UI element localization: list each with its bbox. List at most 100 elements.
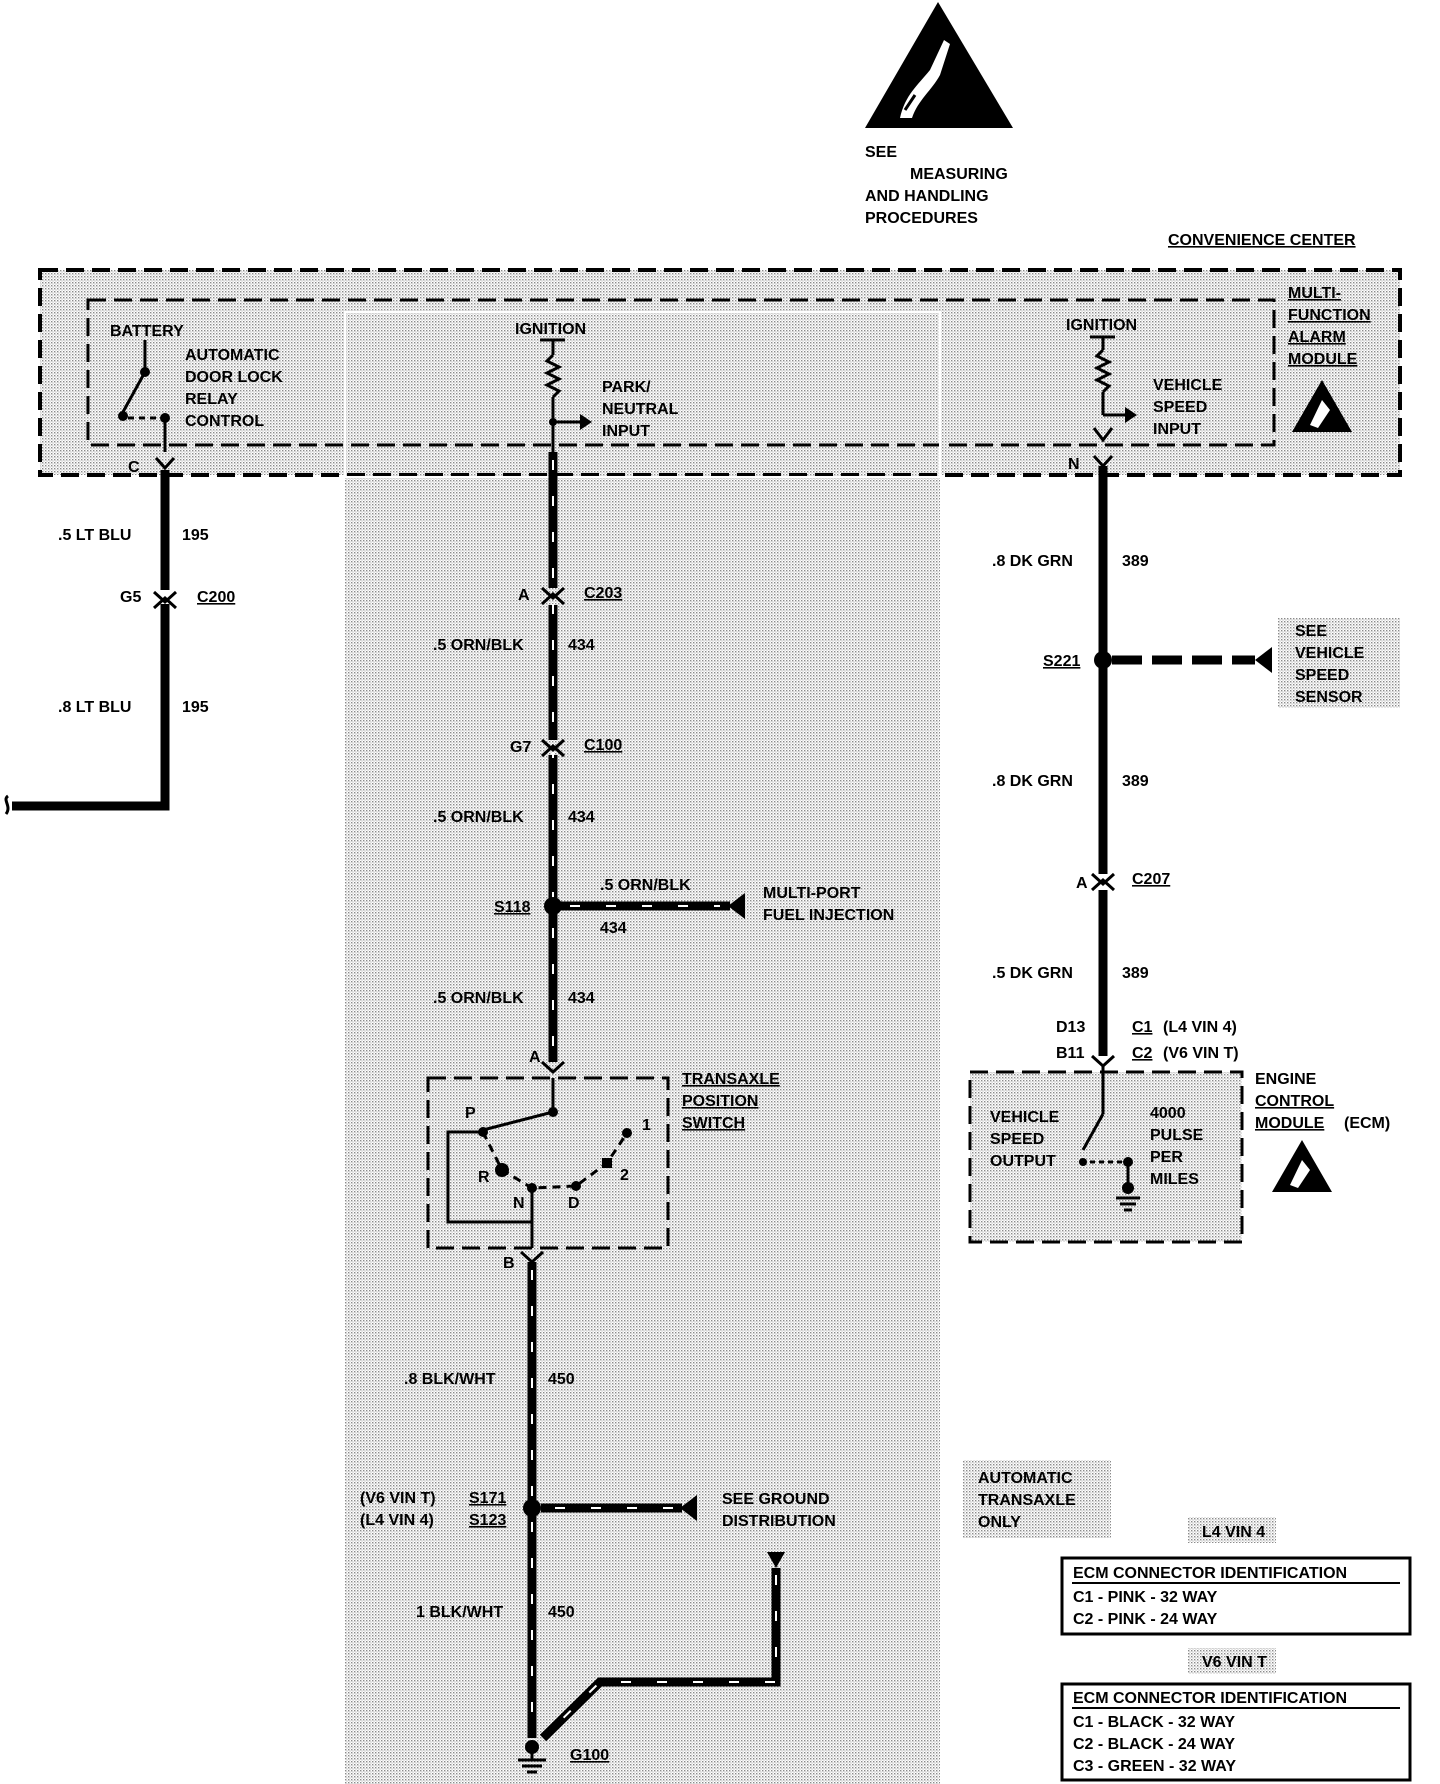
- pulse-line3: PER: [1150, 1149, 1183, 1166]
- pulse-line4: MILES: [1150, 1171, 1199, 1188]
- park-neutral-resistor: [540, 338, 592, 452]
- connector-c-icon: [154, 456, 176, 471]
- splice-s171-label: S171: [469, 1490, 506, 1507]
- splice-s171-dot: [523, 1499, 541, 1517]
- pin-b11: B11: [1056, 1045, 1085, 1062]
- esd-notice-line4: PROCEDURES: [865, 210, 978, 227]
- wire-dkgrn-3: .5 DK GRN: [992, 965, 1073, 982]
- connector-c203-icon: [540, 586, 566, 606]
- esd-warning-icon: [865, 2, 1013, 128]
- ignition-section-outline: [344, 311, 941, 478]
- table-l4-title: ECM CONNECTOR IDENTIFICATION: [1073, 1565, 1347, 1582]
- ground-dist-arrow-icon: [680, 1495, 697, 1521]
- esd-mfam-icon: [1292, 380, 1352, 432]
- tps-label-line1: TRANSAXLE: [682, 1071, 780, 1088]
- vso-line1: VEHICLE: [990, 1109, 1060, 1126]
- wire-lt-blu-2-num: 195: [182, 699, 209, 716]
- v6-heading-shading: [1188, 1648, 1276, 1674]
- wire-break-icon: [4, 794, 10, 815]
- see-vss-line3: SPEED: [1295, 667, 1349, 684]
- connector-c2-label: C2: [1132, 1045, 1153, 1062]
- ecm-box: [968, 1070, 1244, 1244]
- park-neutral-line2: NEUTRAL: [602, 401, 679, 418]
- connector-tps-a-icon: [540, 1060, 566, 1075]
- splice-s118-label: S118: [494, 899, 531, 916]
- table-l4-row: C1 - PINK - 32 WAY: [1073, 1589, 1218, 1606]
- tps-pos-2: 2: [620, 1167, 629, 1184]
- ecm-vss-output-switch: [1079, 1066, 1140, 1212]
- table-l4: ECM CONNECTOR IDENTIFICATION C1 - PINK -…: [1060, 1556, 1412, 1636]
- splice-s221-label: S221: [1043, 653, 1080, 670]
- connector-c100-icon: [540, 738, 566, 758]
- splice-s171-pre: (V6 VIN T): [360, 1490, 436, 1507]
- wire-orn-2: .5 ORN/BLK: [433, 809, 524, 826]
- wire-dkgrn-2-num: 389: [1122, 773, 1149, 790]
- see-vss-line1: SEE: [1295, 623, 1327, 640]
- table-v6-heading: V6 VIN T: [1202, 1654, 1267, 1671]
- esd-notice-line1: SEE: [865, 144, 897, 161]
- ground-dist-line2: DISTRIBUTION: [722, 1513, 836, 1530]
- door-lock-line1: AUTOMATIC: [185, 347, 280, 364]
- ignition1-label: IGNITION: [515, 321, 586, 338]
- wire-blkwht-2: 1 BLK/WHT: [416, 1604, 503, 1621]
- pin-a-c203: A: [518, 587, 530, 604]
- wire-orn-3: .5 ORN/BLK: [433, 990, 524, 1007]
- pulse-line1: 4000: [1150, 1105, 1186, 1122]
- door-lock-line4: CONTROL: [185, 413, 264, 430]
- wire-orn-3-num: 434: [568, 990, 595, 1007]
- vso-line2: SPEED: [990, 1131, 1044, 1148]
- ecm-label-line1: ENGINE: [1255, 1071, 1317, 1088]
- ecm-label-line3: MODULE: [1255, 1115, 1325, 1132]
- wire-orn-2-num: 434: [568, 809, 595, 826]
- connector-c1-label: C1: [1132, 1019, 1153, 1036]
- esd-ecm-icon: [1272, 1140, 1332, 1192]
- see-vss-line4: SENSOR: [1295, 689, 1363, 706]
- pulse-line2: PULSE: [1150, 1127, 1204, 1144]
- pin-n-label: N: [1068, 456, 1080, 473]
- tps-pos-r: R: [478, 1169, 490, 1186]
- mfam-label-line3: ALARM: [1288, 329, 1346, 346]
- mfam-box: [86, 298, 1276, 447]
- connector-c2-note: (V6 VIN T): [1163, 1045, 1239, 1062]
- connector-c207-label: C207: [1132, 871, 1170, 888]
- tps-pos-d: D: [568, 1195, 580, 1212]
- pin-d13: D13: [1056, 1019, 1085, 1036]
- connector-c207-icon: [1090, 872, 1116, 892]
- connector-c200-label: C200: [197, 589, 235, 606]
- wire-dkgrn-3-num: 389: [1122, 965, 1149, 982]
- wire-orn-branch: .5 ORN/BLK: [600, 877, 691, 894]
- table-v6: ECM CONNECTOR IDENTIFICATION C1 - BLACK …: [1060, 1682, 1412, 1782]
- ecm-label-line2: CONTROL: [1255, 1093, 1334, 1110]
- connector-c1-note: (L4 VIN 4): [1163, 1019, 1237, 1036]
- pin-b-tps: B: [503, 1255, 515, 1272]
- table-l4-heading: L4 VIN 4: [1202, 1524, 1265, 1541]
- tps-pos-1: 1: [642, 1117, 651, 1134]
- convenience-center-box: [38, 268, 1402, 477]
- vss-input-line3: INPUT: [1153, 421, 1201, 438]
- park-neutral-line1: PARK/: [602, 379, 651, 396]
- connector-ecm-icon: [1090, 1054, 1116, 1069]
- connector-c200-icon: [152, 590, 178, 610]
- door-lock-line3: RELAY: [185, 391, 238, 408]
- auto-only-line2: TRANSAXLE: [978, 1492, 1076, 1509]
- vss-input-line1: VEHICLE: [1153, 377, 1223, 394]
- see-vss-arrow-icon: [1255, 647, 1272, 673]
- tps-label-line3: SWITCH: [682, 1115, 745, 1132]
- connector-c203-label: C203: [584, 585, 622, 602]
- pin-g7: G7: [510, 739, 531, 756]
- door-lock-relay-switch: [118, 340, 170, 452]
- splice-s123-label: S123: [469, 1512, 506, 1529]
- auto-only-line1: AUTOMATIC: [978, 1470, 1073, 1487]
- splice-s221-dot: [1094, 651, 1112, 669]
- automatic-transaxle-shaded-area: [345, 275, 940, 1784]
- pin-a-c207: A: [1076, 875, 1088, 892]
- wire-dkgrn-1: .8 DK GRN: [992, 553, 1073, 570]
- tps-shading: [428, 1078, 668, 1248]
- mfam-label-line1: MULTI-: [1288, 285, 1341, 302]
- pin-c-label: C: [128, 459, 140, 476]
- mpfi-line1: MULTI-PORT: [763, 885, 861, 902]
- table-v6-row: C3 - GREEN - 32 WAY: [1073, 1758, 1236, 1775]
- wire-dkgrn-1-num: 389: [1122, 553, 1149, 570]
- wire-lt-blu-2: .8 LT BLU: [58, 699, 131, 716]
